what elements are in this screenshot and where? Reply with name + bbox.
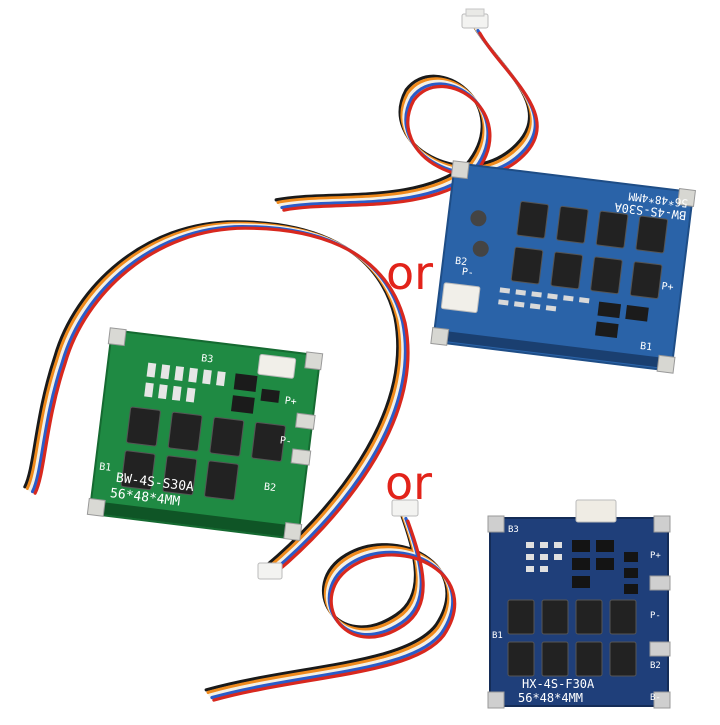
board-blue-b1: B1: [639, 341, 652, 353]
connector-left: [257, 562, 283, 580]
connector-top: [461, 8, 489, 29]
balance-connector-blue: [440, 282, 481, 314]
mosfet-row: [507, 599, 637, 677]
pcb-board-green: BW-4S-S30A 56*48*4MM B1 B2 B3 P+ P-: [86, 327, 324, 542]
cable-wire: [210, 516, 455, 700]
cable-wire: [33, 226, 410, 575]
cable-wire: [276, 23, 533, 205]
board-darkblue-model-label: HX-4S-F30A: [522, 677, 595, 691]
board-blue-b2: B2: [454, 256, 467, 268]
board-blue-pplus: P+: [661, 281, 674, 293]
balance-connector-green: [257, 353, 297, 379]
cable-wire: [280, 28, 537, 210]
cable-left: [23, 220, 410, 575]
pcb-board-darkblue: HX-4S-F30A 56*48*4MM B1 B2 B3 P+ P- B-: [487, 499, 671, 709]
board-darkblue-pplus: P+: [650, 551, 661, 561]
or-separator-2: or: [385, 456, 433, 510]
mosfet-row: [510, 201, 668, 300]
cable-top: [274, 21, 539, 212]
cable-wire: [208, 514, 453, 697]
mosfet-row: [120, 406, 286, 501]
board-darkblue-b1: B1: [492, 631, 503, 641]
cable-wire: [282, 31, 539, 212]
or-separator-1: or: [386, 246, 434, 300]
cable-wire: [204, 509, 449, 692]
balance-connector-darkblue: [575, 499, 617, 523]
cable-wire: [274, 21, 532, 202]
pcb-board-blue: BW-4S-S30A 56*48*4MM B1 B2 P+ P-: [430, 160, 696, 374]
board-blue-pminus: P-: [461, 267, 474, 279]
cable-bottom: [204, 509, 457, 702]
board-darkblue-bminus: B-: [650, 693, 661, 703]
board-darkblue-b2: B2: [650, 661, 661, 671]
cable-wire: [206, 511, 451, 695]
board-green-b1: B1: [99, 462, 112, 474]
board-green-b2: B2: [263, 482, 276, 494]
board-darkblue-b3: B3: [508, 525, 519, 535]
board-darkblue-pminus: P-: [650, 611, 661, 621]
connector-bottom: [391, 499, 419, 517]
board-green-pplus: P+: [284, 396, 297, 408]
board-darkblue-size-label: 56*48*4MM: [518, 691, 583, 705]
cable-wire: [278, 26, 535, 207]
board-green-b3: B3: [201, 353, 214, 365]
board-green-pminus: P-: [279, 435, 292, 447]
cable-wire: [212, 519, 457, 702]
